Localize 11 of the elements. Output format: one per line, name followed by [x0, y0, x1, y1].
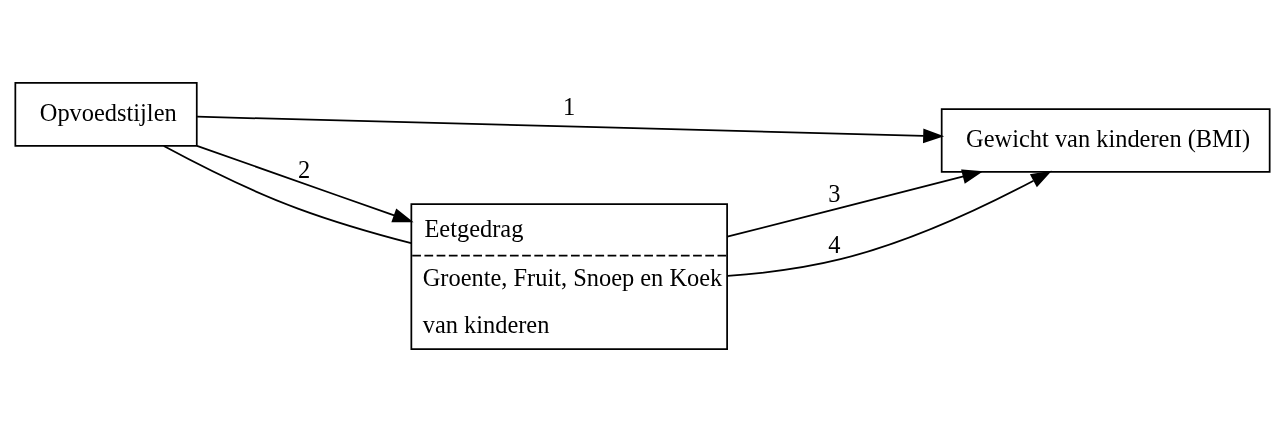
connector — [162, 145, 412, 244]
edge-label: 3 — [828, 179, 841, 207]
arrow — [726, 170, 1052, 277]
node-box: Opvoedstijlen — [14, 82, 198, 147]
edge-label: 1 — [563, 92, 576, 120]
edge-label: 4 — [828, 230, 841, 258]
arrow — [196, 115, 945, 144]
node-box: Gewicht van kinderen (BMI) — [940, 108, 1271, 173]
edge-label: 2 — [297, 155, 311, 183]
arrow — [726, 169, 984, 238]
arrow — [196, 145, 414, 223]
